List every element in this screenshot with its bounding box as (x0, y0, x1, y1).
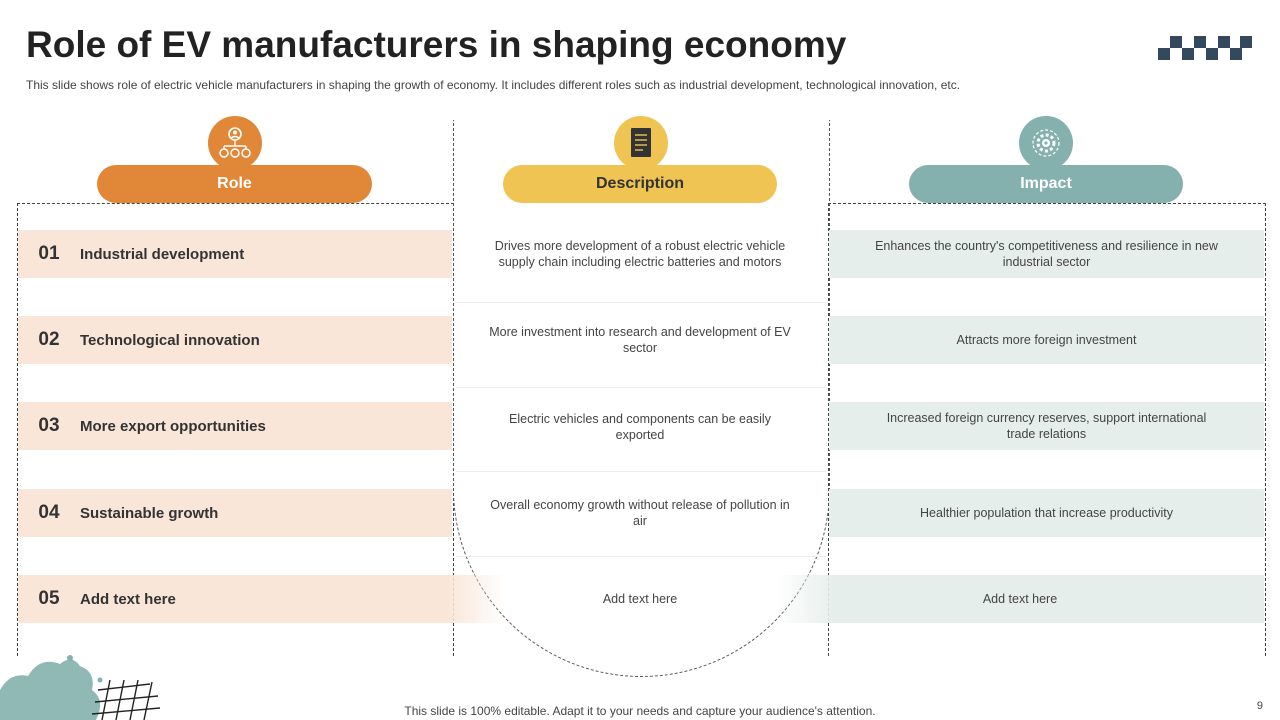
page-subtitle: This slide shows role of electric vehicl… (26, 78, 961, 92)
description-header: Description (503, 165, 777, 203)
gear-icon (1019, 116, 1073, 170)
role-row: 01 Industrial development (18, 230, 452, 278)
row-separator (456, 556, 826, 557)
role-row: 05 Add text here (18, 575, 505, 623)
row-separator (456, 471, 826, 472)
row-number: 05 (38, 588, 60, 609)
description-text: Drives more development of a robust elec… (494, 239, 786, 269)
impact-row: Enhances the country's competitiveness a… (829, 230, 1264, 278)
impact-text: Add text here (982, 592, 1058, 606)
row-separator (456, 387, 826, 388)
impact-row: Healthier population that increase produ… (829, 489, 1264, 537)
impact-text: Attracts more foreign investment (956, 333, 1137, 347)
row-number: 04 (38, 502, 60, 523)
role-label: Sustainable growth (80, 504, 219, 522)
role-label: Industrial development (80, 245, 245, 263)
description-text: More investment into research and develo… (489, 325, 791, 355)
page-title: Role of EV manufacturers in shaping econ… (26, 24, 847, 65)
impact-row: Increased foreign currency reserves, sup… (829, 402, 1264, 450)
row-number: 02 (38, 329, 60, 350)
impact-row: Attracts more foreign investment (829, 316, 1264, 364)
role-label: More export opportunities (80, 417, 266, 435)
row-number: 01 (38, 243, 60, 264)
description-text: Add text here (602, 592, 678, 606)
impact-header: Impact (909, 165, 1183, 203)
role-label: Technological innovation (80, 331, 260, 349)
impact-row: Add text here (776, 575, 1264, 623)
row-separator (456, 302, 826, 303)
checker-decoration (1158, 36, 1252, 60)
impact-text: Enhances the country's competitiveness a… (875, 239, 1218, 269)
impact-text: Healthier population that increase produ… (920, 506, 1173, 520)
role-label: Add text here (80, 590, 176, 608)
role-row: 02 Technological innovation (18, 316, 452, 364)
impact-column-outline (828, 203, 1266, 656)
role-row: 04 Sustainable growth (18, 489, 452, 537)
row-number: 03 (38, 415, 60, 436)
description-text: Overall economy growth without release o… (490, 498, 790, 528)
network-icon (208, 116, 262, 170)
impact-text: Increased foreign currency reserves, sup… (886, 411, 1207, 441)
role-row: 03 More export opportunities (18, 402, 452, 450)
paint-splash-decoration (0, 655, 161, 720)
description-column-outline (453, 120, 830, 677)
page-number: 9 (1256, 700, 1263, 712)
footer-text: This slide is 100% editable. Adapt it to… (404, 704, 876, 718)
description-text: Electric vehicles and components can be … (509, 412, 771, 442)
document-icon (614, 116, 668, 170)
role-header: Role (97, 165, 372, 203)
